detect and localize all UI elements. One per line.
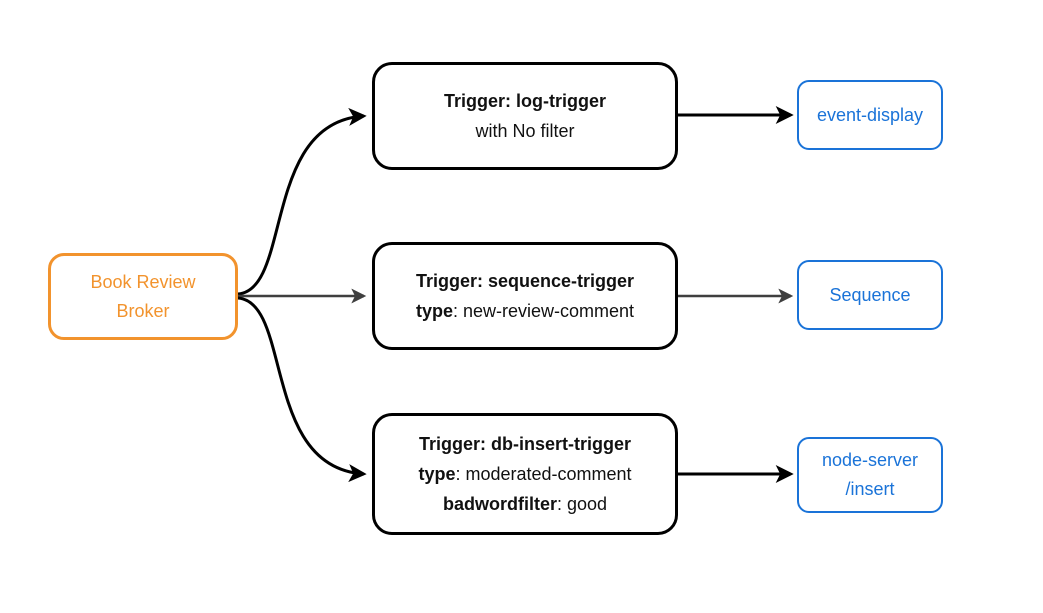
trigger-db-attr1-value: : moderated-comment	[455, 464, 632, 484]
trigger-sequence-attribute: type: new-review-comment	[416, 296, 634, 326]
trigger-log-subtitle: with No filter	[475, 121, 575, 141]
sink-node-server-label-line1: node-server	[821, 450, 919, 470]
sink-node-server-label-line2: /insert	[845, 479, 895, 499]
edge-broker-to-db-insert-trigger	[237, 296, 367, 483]
trigger-sequence-title: Trigger: sequence-trigger	[416, 266, 634, 296]
edge-broker-to-log-trigger	[237, 107, 367, 296]
broker-label-line1: Book Review	[90, 271, 196, 292]
sink-event-display-label: event-display	[816, 104, 924, 125]
trigger-log-title-text: Trigger: log-trigger	[444, 91, 606, 111]
broker-label-line2: Broker	[116, 300, 170, 321]
trigger-db-attribute-badwordfilter: badwordfilter: good	[443, 489, 607, 519]
trigger-db-title: Trigger: db-insert-trigger	[419, 429, 631, 459]
node-trigger-log: Trigger: log-trigger with No filter	[372, 62, 678, 170]
trigger-db-title-text: Trigger: db-insert-trigger	[418, 434, 631, 454]
node-trigger-sequence: Trigger: sequence-trigger type: new-revi…	[372, 242, 678, 350]
sink-sequence-label: Sequence	[829, 284, 911, 305]
trigger-sequence-attr-key: type	[415, 301, 453, 321]
trigger-log-title: Trigger: log-trigger	[444, 86, 606, 116]
node-sink-event-display: event-display	[797, 80, 943, 150]
trigger-db-attr1-key: type	[418, 464, 456, 484]
trigger-db-attr2-key: badwordfilter	[442, 494, 557, 514]
node-broker: Book Review Broker	[48, 253, 238, 340]
trigger-sequence-title-text: Trigger: sequence-trigger	[415, 271, 635, 291]
node-sink-node-server: node-server /insert	[797, 437, 943, 513]
trigger-db-attr2-value: : good	[556, 494, 608, 514]
node-sink-sequence: Sequence	[797, 260, 943, 330]
node-trigger-db-insert: Trigger: db-insert-trigger type: moderat…	[372, 413, 678, 535]
trigger-db-attribute-type: type: moderated-comment	[418, 459, 631, 489]
trigger-sequence-attr-value: : new-review-comment	[452, 301, 635, 321]
